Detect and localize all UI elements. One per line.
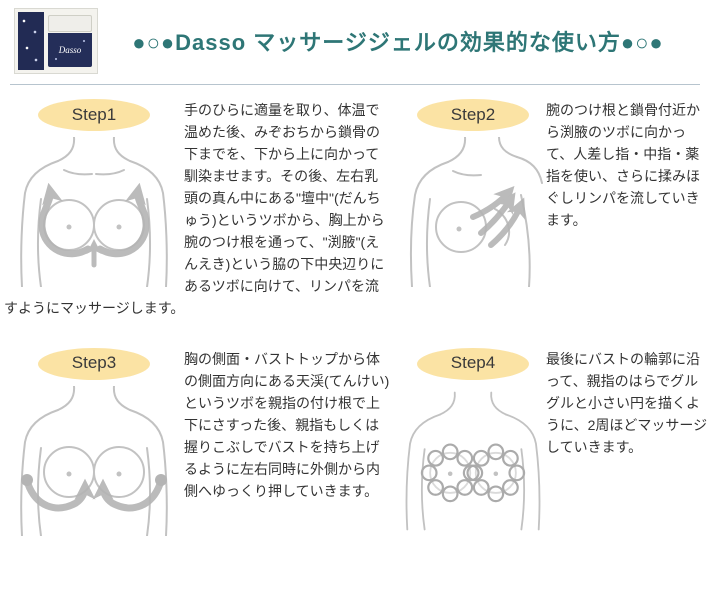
product-photo: Dasso: [14, 8, 98, 74]
step3-torso-illustration: [19, 385, 168, 536]
scribble-circles: [420, 443, 526, 502]
step1-badge: Step1: [38, 99, 150, 131]
thumb-dots: [20, 473, 167, 486]
step3-figure: Step3: [4, 346, 184, 536]
step1-torso-illustration: [19, 137, 168, 287]
product-box: [18, 12, 44, 70]
step3-text: 胸の側面・バストトップから体の側面方向にある天渓(てんけい)というツボを親指の付…: [184, 350, 390, 499]
step4-torso-illustration: [405, 391, 541, 531]
step2-section: Step2: [400, 97, 708, 320]
step2-badge: Step2: [417, 99, 529, 131]
step3-section: Step3: [4, 346, 392, 536]
jar-label: Dasso: [48, 33, 92, 67]
header: Dasso ●○●Dasso マッサージジェルの効果的な使い方●○●: [0, 0, 710, 76]
step4-badge: Step4: [417, 347, 529, 380]
armpit-arrows: [470, 185, 526, 248]
step3-badge: Step3: [38, 347, 150, 380]
step2-torso-illustration: [410, 137, 543, 287]
step1-figure: Step1: [4, 97, 184, 287]
step4-section: Step4: [400, 346, 708, 536]
step4-text: 最後にバストの輪郭に沿って、親指のはらでグルグルと小さい円を描くように、2周ほど…: [546, 350, 708, 455]
header-divider: [10, 84, 700, 85]
jar-lid: [48, 15, 92, 32]
nipple-dots: [66, 224, 121, 230]
step1-section: Step1: [4, 97, 392, 320]
steps-grid: Step1: [0, 97, 710, 536]
lift-arrows: [24, 478, 163, 512]
massage-arrows: [37, 182, 150, 268]
page-title: ●○●Dasso マッサージジェルの効果的な使い方●○●: [132, 30, 664, 55]
product-jar: Dasso: [48, 15, 92, 69]
step4-figure: Step4: [400, 346, 546, 536]
step1-text: 手のひらに適量を取り、体温で温めた後、みぞおちから鎖骨の下までを、下から上に向か…: [4, 102, 385, 316]
step2-text: 腕のつけ根と鎖骨付近から渕腋のツボに向かって、人差し指・中指・薬指を使い、さらに…: [546, 102, 700, 228]
step2-figure: Step2: [400, 97, 546, 287]
